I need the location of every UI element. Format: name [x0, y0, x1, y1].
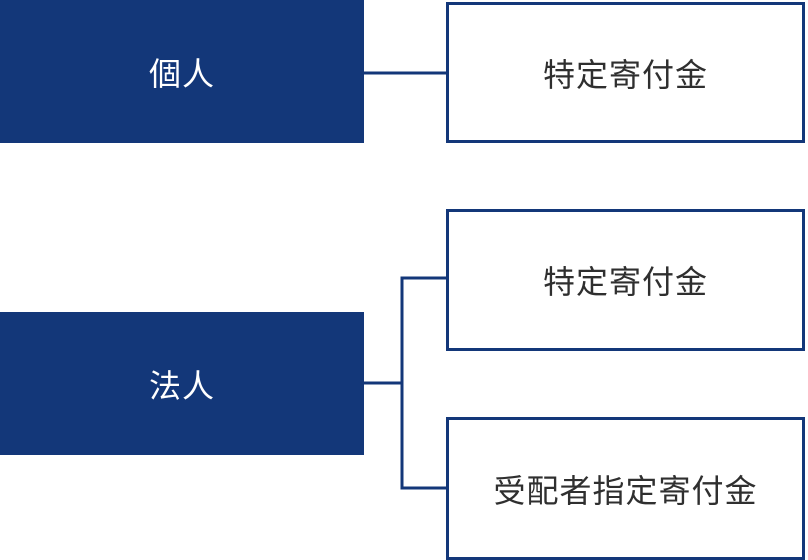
target-box-corporation-specified: 特定寄付金	[446, 209, 805, 351]
source-box-individual: 個人	[0, 0, 364, 143]
target-label-individual-specified: 特定寄付金	[542, 55, 708, 94]
target-label-corporation-recipient-designated: 受配者指定寄付金	[493, 471, 758, 510]
target-box-corporation-recipient-designated: 受配者指定寄付金	[446, 417, 805, 560]
source-label-individual: 個人	[148, 54, 215, 93]
target-label-corporation-specified: 特定寄付金	[542, 263, 708, 301]
source-label-corporation: 法人	[148, 366, 215, 405]
target-box-individual-specified: 特定寄付金	[446, 2, 805, 143]
source-box-corporation: 法人	[0, 312, 364, 455]
